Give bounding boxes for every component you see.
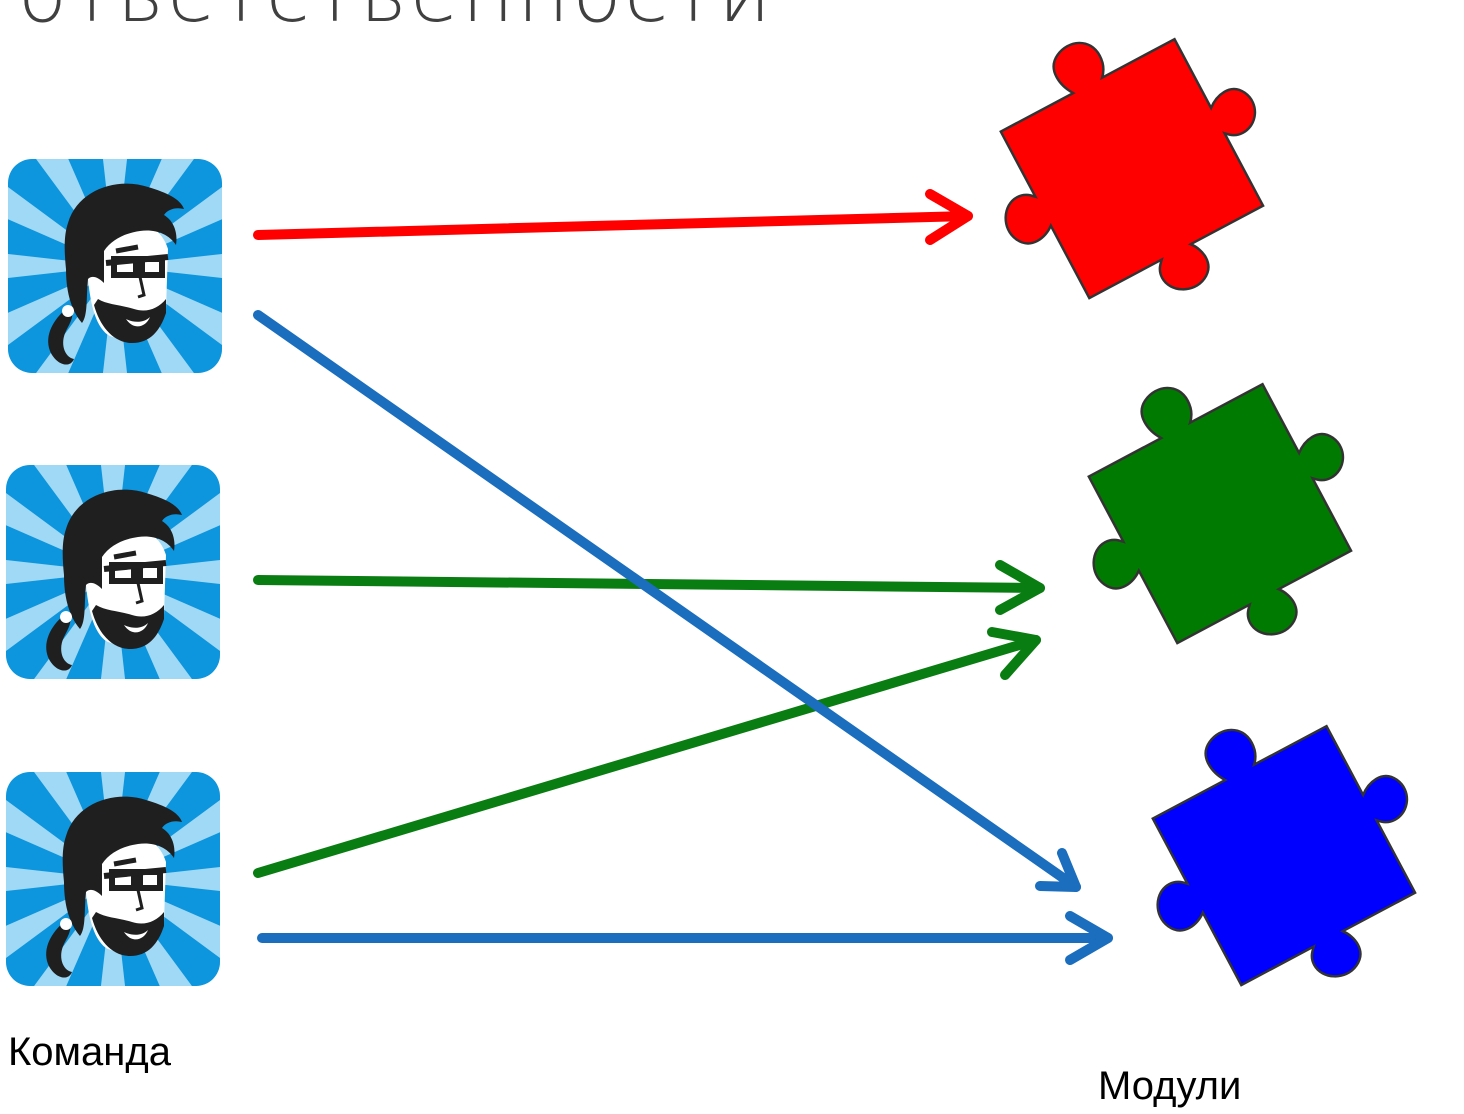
team-member-2-avatar [0,412,273,732]
team-caption: Команда [8,1030,171,1074]
team-member-1-avatar [0,106,275,426]
arrow-member3-to-blue-module [257,911,1113,965]
module-red-puzzle-icon [943,0,1318,353]
arrow-member3-to-green-module [253,627,1041,878]
modules-caption: Модули [1098,1064,1242,1108]
team-member-3-avatar [0,719,273,1039]
page-title: ответственности [18,0,774,34]
module-blue-puzzle-icon [1095,667,1464,1040]
module-green-puzzle-icon [1031,325,1406,698]
arrow-member1-to-blue-module [253,310,1081,892]
arrow-member1-to-red-module [253,189,973,245]
